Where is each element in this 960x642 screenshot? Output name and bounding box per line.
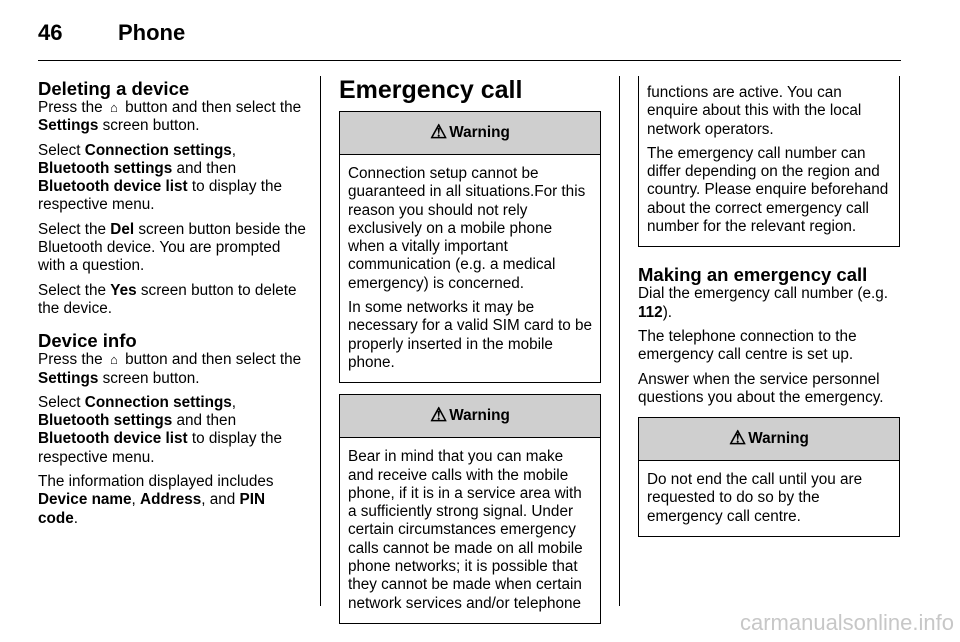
column-divider-2 — [619, 76, 620, 606]
warning-box-2: ⚠ Warning Bear in mind that you can make… — [339, 394, 601, 624]
yes-label: Yes — [110, 281, 137, 299]
paragraph: In some networks it may be necessary for… — [348, 299, 593, 371]
warning-box-3: ⚠ Warning Do not end the call until you … — [638, 417, 900, 538]
paragraph: Press the ⌂ button and then select the S… — [38, 351, 306, 388]
paragraph: The telephone connection to the emergenc… — [638, 327, 857, 364]
paragraph: Answer when the service personnel questi… — [638, 370, 884, 406]
column-1: Deleting a device Press the ⌂ button and… — [38, 79, 306, 534]
paragraph: The information displayed includes Devic… — [38, 473, 306, 528]
warning-header: ⚠ Warning — [639, 418, 899, 462]
text: , — [231, 393, 237, 411]
paragraph: Select Connection settings, Bluetooth se… — [38, 394, 306, 467]
text: Press the — [38, 99, 103, 116]
text: Select the — [38, 281, 107, 299]
text: ). — [662, 303, 673, 321]
text: The information displayed includes — [38, 473, 274, 491]
text: and then — [176, 159, 237, 177]
text: Select the — [38, 220, 107, 238]
text: screen button to delete the device. — [38, 281, 297, 317]
paragraph: Select the Del screen button beside the … — [38, 221, 306, 276]
text: button and then select the — [125, 351, 302, 369]
text: Dial the emergency call number (e.g. — [638, 285, 888, 303]
bluetooth-settings-label: Bluetooth settings — [38, 412, 173, 430]
bluetooth-settings-label: Bluetooth settings — [38, 159, 173, 177]
warning-body: Connection setup cannot be guaranteed in… — [340, 155, 600, 382]
warning-triangle-icon: ⚠ — [430, 122, 448, 143]
text: , — [131, 491, 136, 509]
text: button and then select the — [125, 99, 302, 116]
paragraph: Select Connection settings, Bluetooth se… — [38, 142, 306, 215]
address-label: Address — [140, 491, 202, 509]
text: Press the — [38, 351, 103, 369]
making-emergency-call-heading: Making an emergency call — [638, 264, 868, 286]
text: , — [231, 141, 237, 159]
bluetooth-device-list-label: Bluetooth device list — [38, 178, 188, 196]
warning-body: Do not end the call until you are reques… — [639, 461, 899, 536]
connection-settings-label: Connection settings — [84, 393, 232, 411]
warning-label: Warning — [449, 407, 510, 425]
warning-box-continued: functions are active. You can enquire ab… — [638, 76, 900, 248]
deleting-device-heading: Deleting a device — [38, 78, 190, 99]
paragraph: Do not end the call until you are reques… — [647, 471, 863, 525]
paragraph: Bear in mind that you can make and recei… — [348, 448, 583, 612]
text: screen button beside the Bluetooth devic… — [38, 220, 306, 275]
paragraph: Connection setup cannot be guaranteed in… — [348, 165, 586, 292]
warning-label: Warning — [449, 123, 510, 141]
text: screen button. — [102, 117, 200, 135]
page-title: Phone — [118, 20, 186, 45]
connection-settings-label: Connection settings — [84, 141, 232, 159]
column-3: functions are active. You can enquire ab… — [638, 76, 900, 538]
device-info-heading: Device info — [38, 330, 137, 352]
paragraph: Select the Yes screen button to delete t… — [38, 282, 306, 319]
bluetooth-device-list-label: Bluetooth device list — [38, 430, 188, 448]
paragraph: The emergency call number can differ dep… — [647, 144, 889, 236]
home-icon: ⌂ — [109, 100, 118, 115]
text: Select — [38, 393, 81, 411]
home-icon: ⌂ — [109, 352, 118, 368]
paragraph: Press the ⌂ button and then select the S… — [38, 99, 306, 136]
column-2: Emergency call ⚠ Warning Connection setu… — [339, 76, 601, 624]
paragraph: functions are active. You can enquire ab… — [647, 84, 862, 138]
settings-label: Settings — [38, 369, 99, 387]
warning-box-1: ⚠ Warning Connection setup cannot be gua… — [339, 111, 601, 384]
emergency-call-heading: Emergency call — [339, 76, 523, 104]
warning-header: ⚠ Warning — [340, 112, 600, 155]
text: . — [73, 509, 78, 527]
column-divider-1 — [320, 76, 321, 606]
settings-label: Settings — [38, 117, 99, 135]
paragraph: Dial the emergency call number (e.g. 112… — [638, 285, 900, 322]
text: , and — [201, 491, 236, 509]
emergency-number-label: 112 — [638, 303, 663, 321]
warning-label: Warning — [748, 430, 809, 447]
warning-header: ⚠ Warning — [340, 395, 600, 439]
del-label: Del — [110, 220, 135, 238]
pin-code-label: PIN code — [38, 491, 266, 527]
text: Select — [38, 141, 81, 159]
text: and then — [176, 412, 237, 430]
header-rule — [38, 60, 901, 61]
text: to display the respective menu. — [38, 178, 282, 214]
watermark: carmanualsonline.info — [739, 610, 954, 635]
device-name-label: Device name — [38, 491, 132, 509]
warning-triangle-icon: ⚠ — [729, 428, 747, 450]
warning-body: Bear in mind that you can make and recei… — [340, 438, 600, 623]
warning-triangle-icon: ⚠ — [430, 405, 448, 427]
page-number: 46 — [38, 20, 63, 45]
text: to display the respective menu. — [38, 430, 282, 466]
text: screen button. — [102, 369, 200, 387]
